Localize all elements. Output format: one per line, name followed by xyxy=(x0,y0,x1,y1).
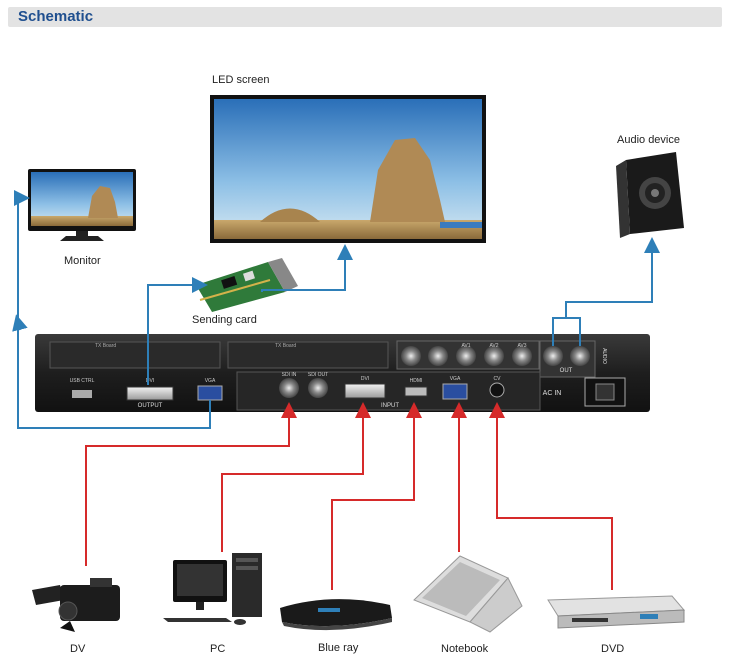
dvd-to-cv-line xyxy=(489,402,613,590)
dv-label: DV xyxy=(70,643,86,655)
control-panel xyxy=(35,334,650,412)
notebook-label: Notebook xyxy=(441,643,489,655)
ac-in-label: AC IN xyxy=(543,390,562,397)
audio-device xyxy=(616,152,684,238)
page-title: Schematic xyxy=(18,8,94,25)
dvi-to-sending-card-line xyxy=(147,277,208,385)
dvd-device xyxy=(547,595,686,629)
sdi-in-label: SDI IN xyxy=(282,372,297,378)
blue-ray-device xyxy=(280,599,392,631)
sending-card-label: Sending card xyxy=(192,314,257,326)
input-label: INPUT xyxy=(381,403,399,409)
led-screen-label: LED screen xyxy=(212,74,270,86)
sending-card-device xyxy=(196,258,298,312)
output-label: OUTPUT xyxy=(138,403,163,409)
input-vga-label: VGA xyxy=(450,376,461,382)
input-connections xyxy=(85,402,613,590)
av2-label: AV2 xyxy=(489,343,498,349)
blue-ray-label: Blue ray xyxy=(318,642,359,654)
output-connections xyxy=(12,190,660,429)
hdmi-label: HDMI xyxy=(410,378,423,384)
av1-label: AV1 xyxy=(461,343,470,349)
input-dvi-label: DVI xyxy=(361,376,369,382)
usb-label: USB CTRL xyxy=(70,378,95,384)
monitor-label: Monitor xyxy=(64,255,101,267)
output-dvi-label: DVI xyxy=(146,378,154,384)
pc-to-dvi-line xyxy=(221,402,371,552)
board-label-2: TX Board xyxy=(275,343,296,349)
led-screen xyxy=(210,95,486,243)
pc-label: PC xyxy=(210,643,226,655)
notebook-device xyxy=(413,555,523,633)
cv-label: CV xyxy=(494,376,502,382)
monitor-up-arrow xyxy=(12,314,28,332)
header-bar: Schematic xyxy=(8,7,722,27)
board-label-1: TX Board xyxy=(95,343,116,349)
out-label: OUT xyxy=(560,368,573,374)
monitor-device xyxy=(28,169,136,241)
blueray-to-hdmi-line xyxy=(331,402,422,590)
dv-to-sdi-line xyxy=(85,402,297,566)
av3-label: AV3 xyxy=(517,343,526,349)
vga-to-monitor-line xyxy=(14,190,211,429)
dv-camera xyxy=(32,578,120,632)
pc-device xyxy=(163,553,262,625)
dvd-label: DVD xyxy=(601,643,625,655)
audio-label: AUDIO xyxy=(601,348,607,364)
audio-device-label: Audio device xyxy=(617,134,680,146)
audio-out-to-device-line xyxy=(565,237,660,318)
output-vga-label: VGA xyxy=(205,378,216,384)
sdi-out-label: SDI OUT xyxy=(308,372,328,378)
sending-card-to-led-line xyxy=(261,244,353,292)
